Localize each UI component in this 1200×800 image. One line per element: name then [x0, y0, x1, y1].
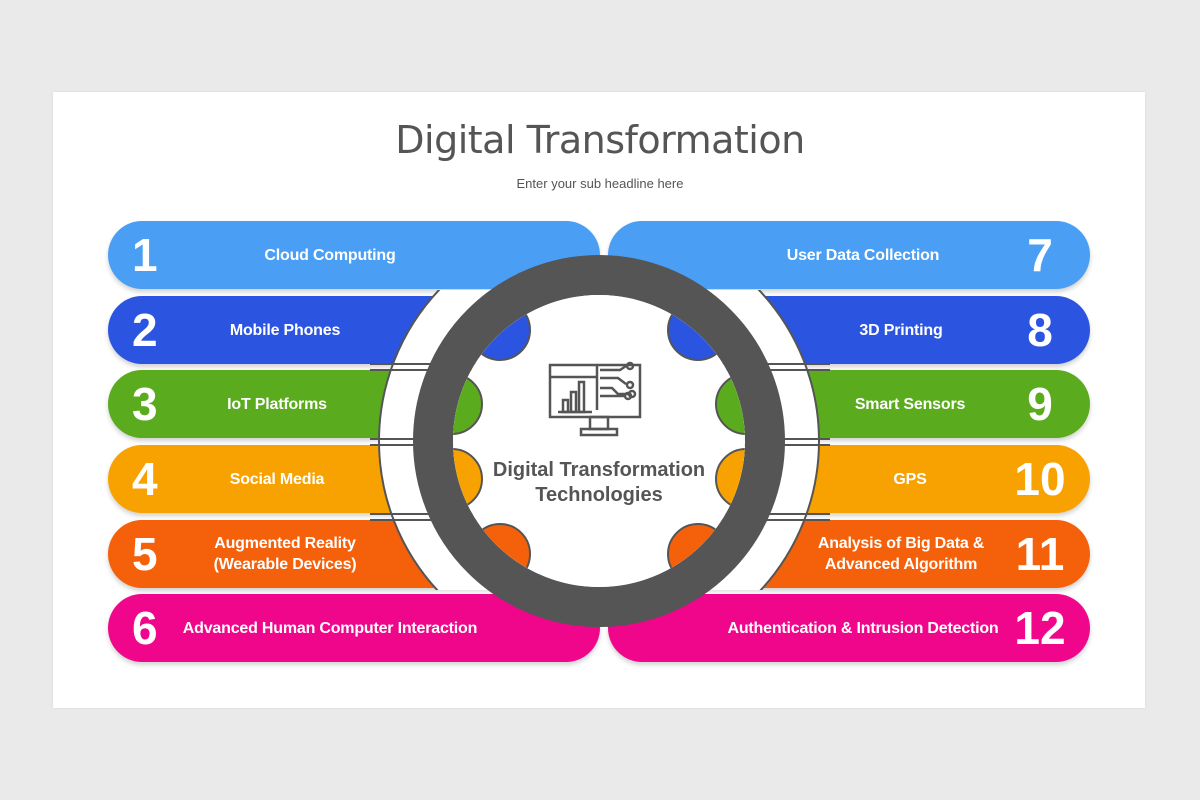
subtitle: Enter your sub headline here	[516, 176, 684, 191]
ring-bump-10	[715, 448, 745, 510]
ring-bump-3	[453, 373, 483, 435]
ring-bump-9	[715, 373, 745, 435]
dark-ring	[413, 255, 785, 627]
item-12-background	[608, 594, 1090, 662]
center-label: Digital Transformation Technologies	[492, 459, 706, 506]
computer-analytics-circuit-icon	[548, 361, 642, 437]
ring-bump-4	[453, 448, 483, 510]
page-title: Digital Transformation	[395, 118, 805, 162]
item-7-background	[608, 221, 1090, 289]
inner-circle	[453, 295, 745, 587]
